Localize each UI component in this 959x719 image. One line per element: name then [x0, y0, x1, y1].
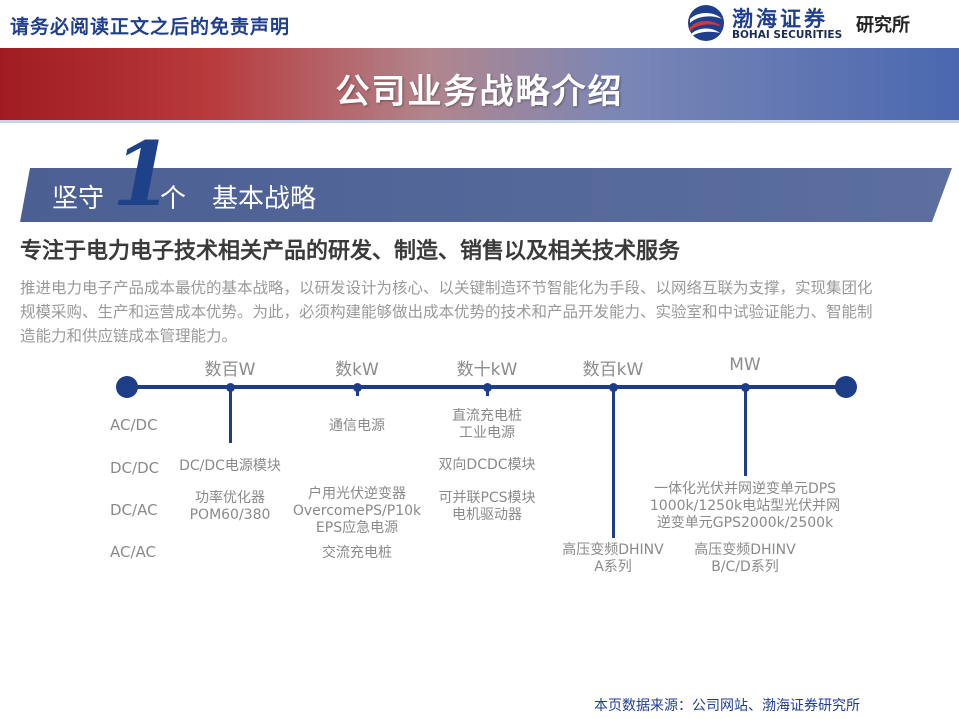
banner-lead-text: 坚守	[52, 184, 105, 214]
product-label: POM60/380	[189, 507, 271, 523]
timeline-tick	[483, 383, 492, 392]
power-label: 数十kW	[456, 360, 518, 380]
strategy-subtitle: 专注于电力电子技术相关产品的研发、制造、销售以及相关技术服务	[20, 239, 681, 264]
category-label: DC/DC	[110, 459, 160, 477]
title-bar	[0, 48, 959, 120]
description-line: 推进电力电子产品成本最优的基本战略，以研发设计为核心、以关键制造环节智能化为手段…	[20, 279, 873, 297]
timeline-tick	[226, 383, 235, 392]
product-label: 一体化光伏并网逆变单元DPS	[653, 481, 837, 497]
product-label: 可并联PCS模块	[438, 490, 536, 506]
banner-unit-text: 个	[160, 184, 187, 214]
product-label: EPS应急电源	[315, 520, 399, 536]
product-label: 户用光伏逆变器	[308, 486, 406, 502]
timeline-start-dot	[116, 376, 138, 398]
timeline-stem	[229, 391, 232, 443]
banner-number: 1	[112, 122, 174, 226]
logo-english-name: BOHAI SECURITIES	[732, 29, 843, 41]
logo-department: 研究所	[856, 15, 910, 36]
power-label: 数百W	[204, 360, 256, 380]
disclaimer-text: 请务必阅读正文之后的免责声明	[10, 16, 291, 38]
description-line: 规模采购、生产和运营成本优势。为此，必须构建能够做出成本优势的技术和产品开发能力…	[20, 303, 873, 321]
timeline-stem	[612, 391, 615, 538]
logo-chinese-name: 渤海证券	[732, 6, 828, 31]
category-label: AC/AC	[110, 543, 156, 561]
product-label: 直流充电桩	[452, 408, 522, 424]
bohai-logo-icon	[688, 5, 724, 41]
page-title: 公司业务战略介绍	[335, 72, 624, 112]
title-bar-divider	[0, 120, 959, 123]
product-label: 逆变单元GPS2000k/2500k	[656, 515, 834, 531]
description-line: 造能力和供应链成本管理能力。	[20, 327, 238, 345]
timeline-tick	[741, 383, 750, 392]
product-label: A系列	[594, 559, 632, 575]
timeline-end-dot	[835, 376, 857, 398]
timeline-tick	[609, 383, 618, 392]
product-label: 交流充电桩	[322, 545, 392, 561]
product-label: 电机驱动器	[452, 507, 522, 523]
product-label: 高压变频DHINV	[694, 542, 796, 558]
company-logo: 渤海证券 BOHAI SECURITIES 研究所	[686, 2, 956, 46]
timeline-tick	[353, 383, 362, 392]
timeline-stem	[744, 391, 747, 476]
category-label: DC/AC	[110, 501, 158, 519]
product-label: DC/DC电源模块	[179, 458, 281, 474]
timeline-stem	[356, 391, 359, 396]
timeline-stem	[486, 391, 489, 396]
product-label: OvercomePS/P10k	[292, 503, 422, 519]
product-label: 功率优化器	[195, 490, 265, 506]
power-label: 数kW	[335, 360, 379, 380]
product-label: 高压变频DHINV	[562, 542, 664, 558]
product-label: 1000k/1250k电站型光伏并网	[649, 498, 841, 514]
power-label: MW	[729, 355, 761, 375]
banner-label-text: 基本战略	[212, 184, 317, 214]
product-label: 通信电源	[329, 418, 385, 434]
product-label: B/C/D系列	[711, 559, 779, 575]
category-label: AC/DC	[110, 416, 158, 434]
data-source-note: 本页数据来源：公司网站、渤海证券研究所	[594, 698, 860, 714]
strategy-banner	[20, 168, 952, 222]
power-label: 数百kW	[582, 360, 644, 380]
product-label: 工业电源	[459, 425, 515, 441]
product-label: 双向DCDC模块	[438, 457, 536, 473]
